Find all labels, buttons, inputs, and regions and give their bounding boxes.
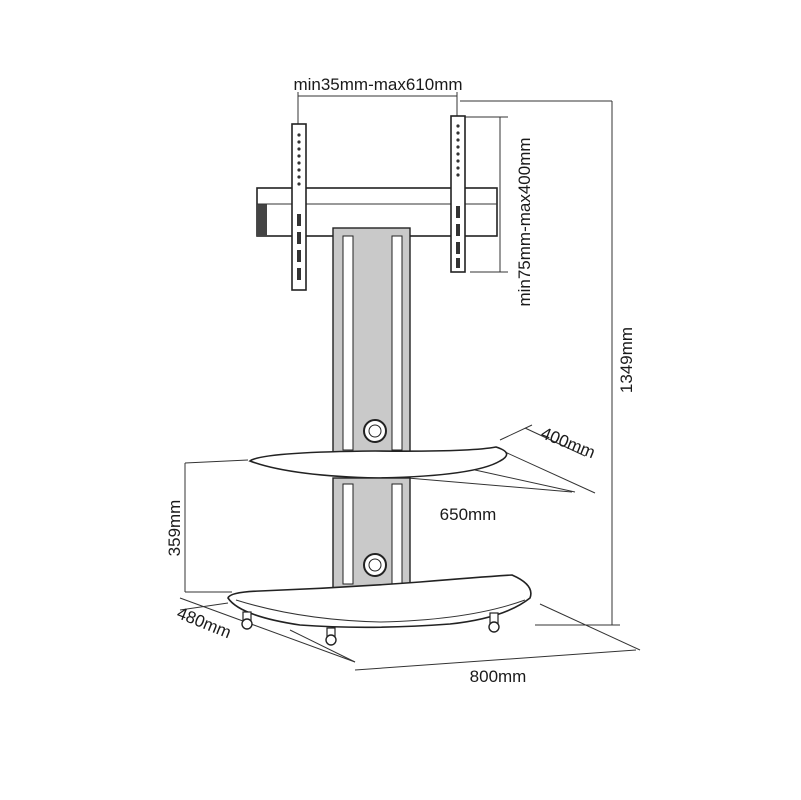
base-depth-label: 480mm bbox=[174, 603, 234, 642]
upper-column bbox=[332, 227, 411, 455]
base-plate bbox=[227, 574, 532, 629]
vesa-arm-left bbox=[291, 123, 307, 291]
shelf-width-label: 650mm bbox=[440, 505, 497, 524]
shelf-height-label: 359mm bbox=[165, 500, 184, 557]
lower-column bbox=[332, 477, 411, 591]
dimension-lines bbox=[179, 92, 641, 671]
total-height-label: 1349mm bbox=[617, 327, 636, 393]
shelf-depth-label: 400mm bbox=[538, 423, 598, 462]
caster-center bbox=[325, 627, 337, 646]
vesa-arm-right bbox=[450, 115, 466, 273]
caster-right bbox=[488, 612, 500, 633]
caster-left bbox=[241, 611, 253, 630]
base-width-label: 800mm bbox=[470, 667, 527, 686]
bracket-width-label: min35mm-max610mm bbox=[293, 75, 462, 94]
glass-shelf bbox=[248, 446, 508, 479]
bracket-height-label: min75mm-max400mm bbox=[515, 137, 534, 306]
